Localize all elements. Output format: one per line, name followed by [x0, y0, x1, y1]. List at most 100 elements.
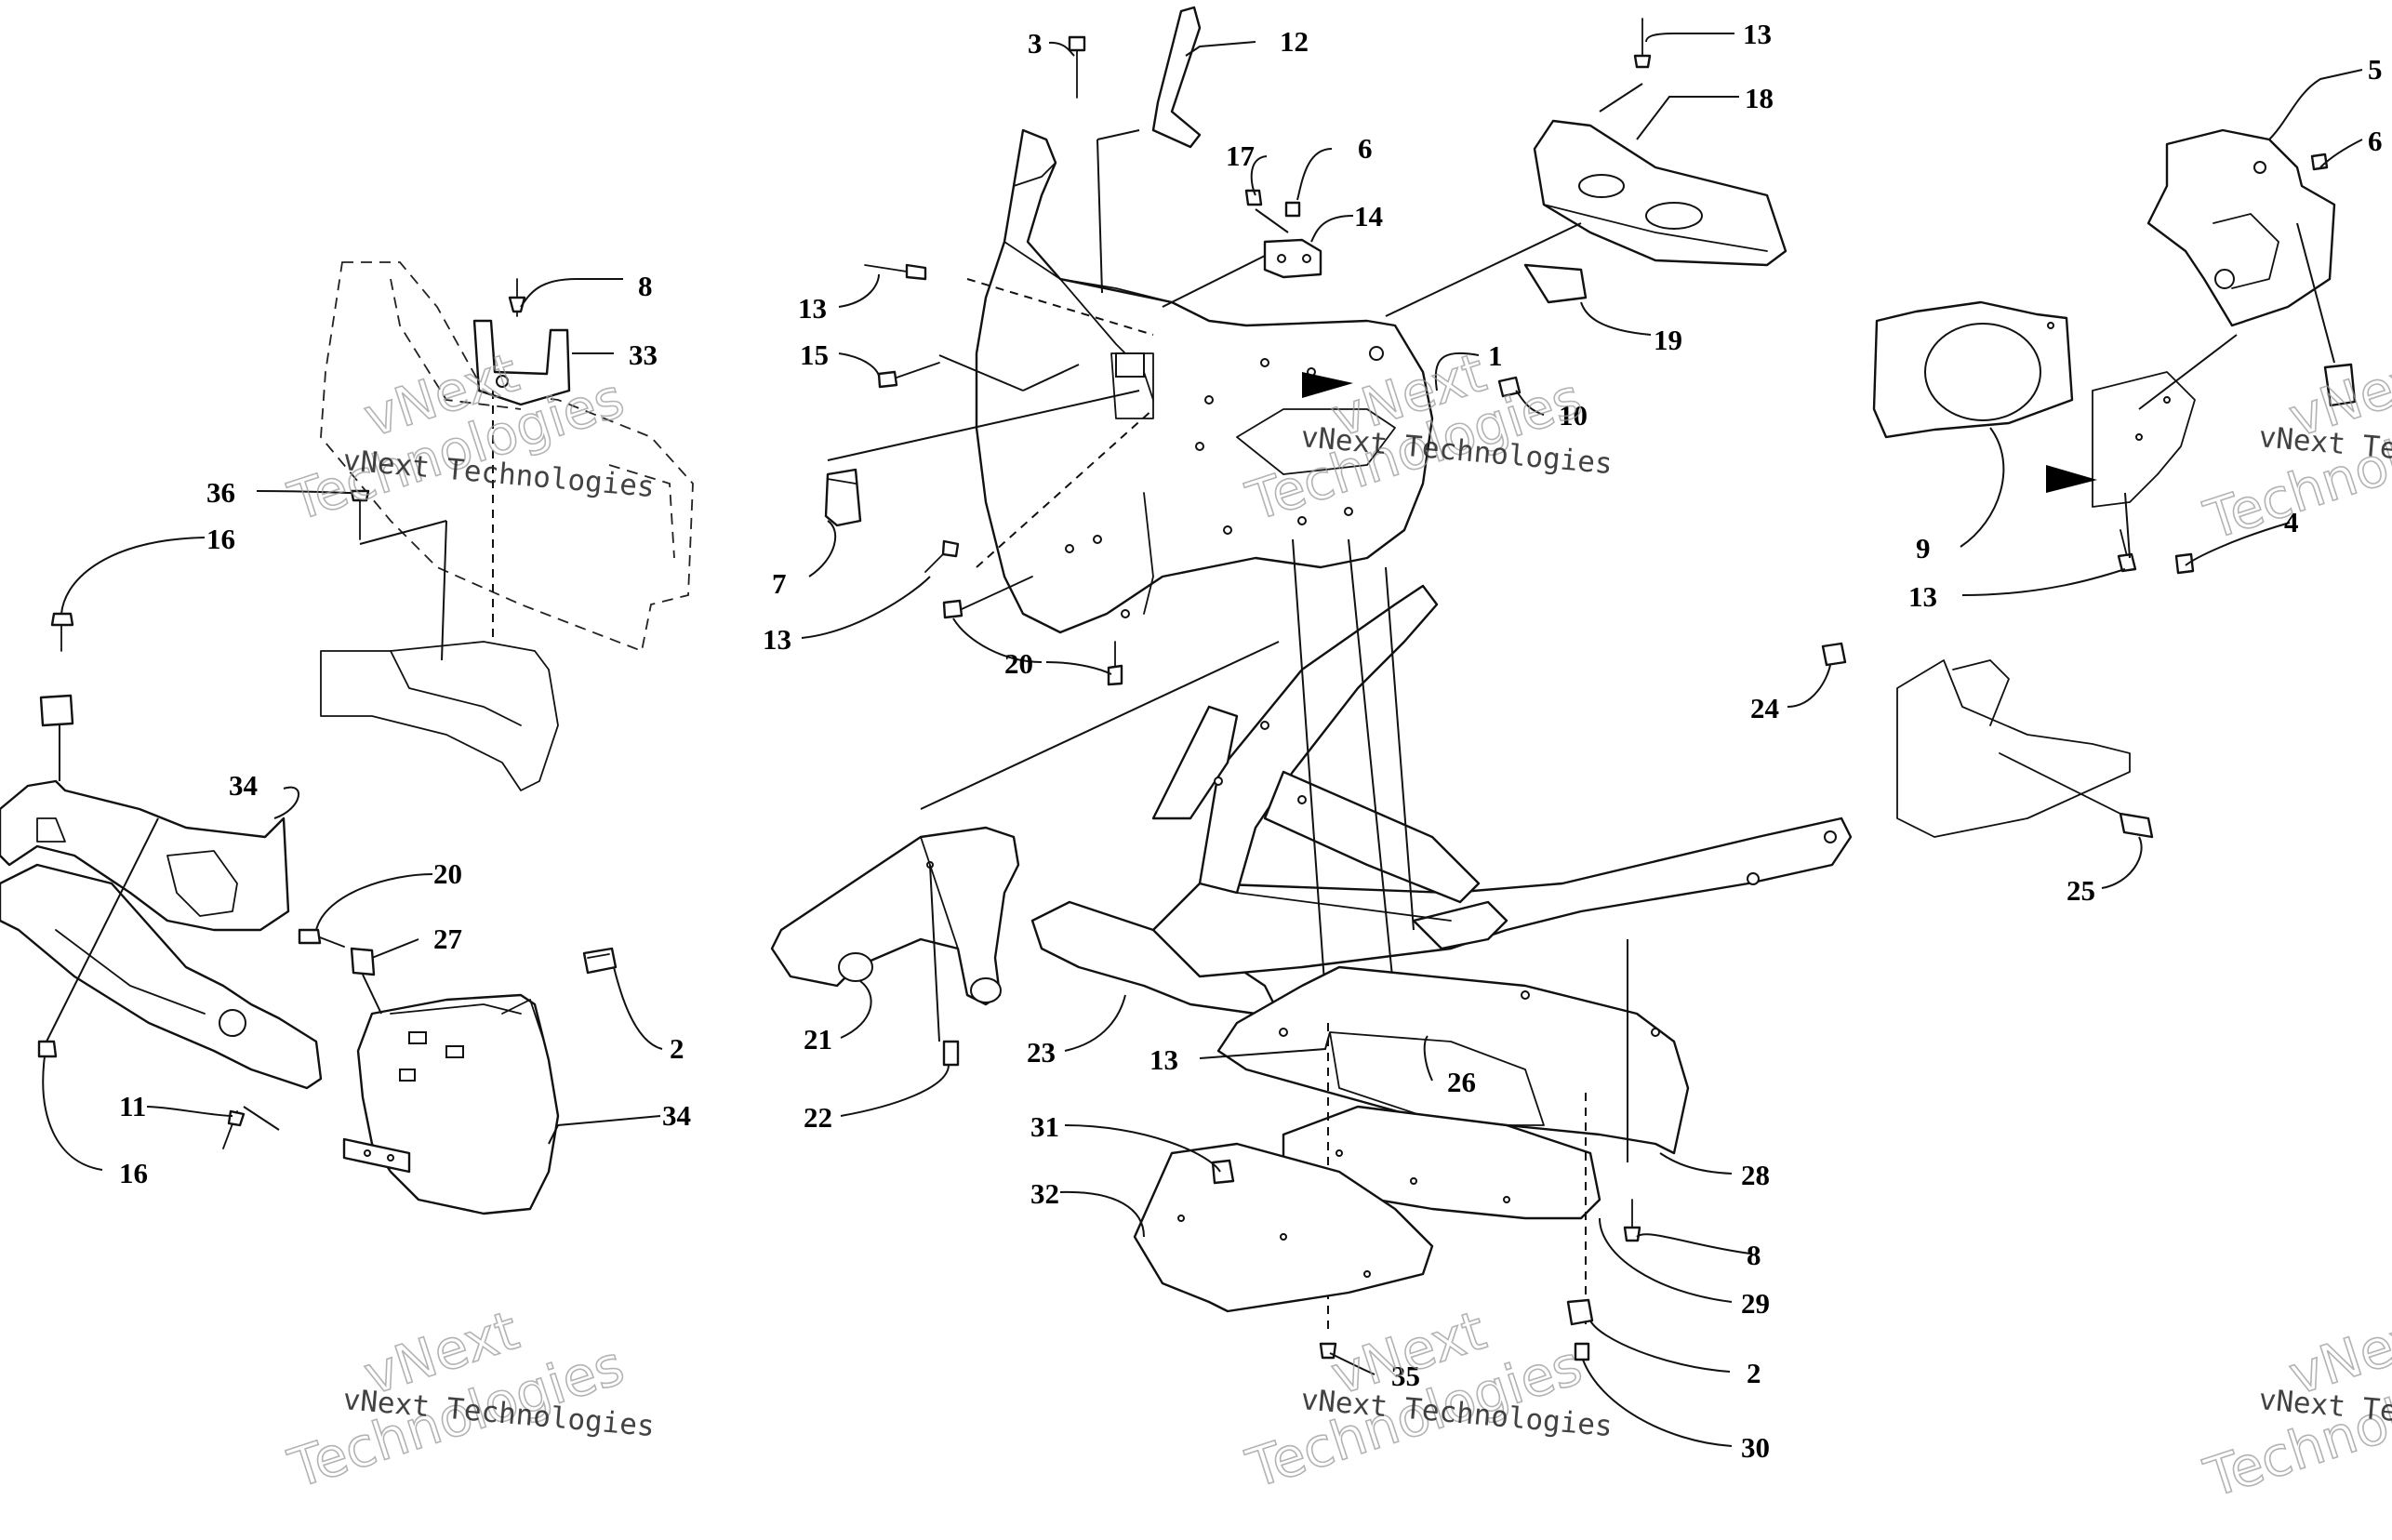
- callout-19: 19: [1654, 324, 1682, 356]
- bracket-5: [2146, 128, 2336, 327]
- ghost-bracket-right: [2092, 371, 2196, 508]
- callout-23: 23: [1027, 1036, 1056, 1069]
- callout-9: 9: [1916, 532, 1931, 564]
- bumper-7: [824, 468, 862, 527]
- pin-13-upper: [864, 263, 927, 281]
- pin-13-right: [2117, 529, 2137, 573]
- plate-12: [1151, 6, 1202, 149]
- plate-32: [1133, 1142, 1434, 1313]
- callout-13-center-low: 13: [1149, 1043, 1178, 1076]
- clip-2-center: [1566, 1298, 1594, 1326]
- callout-8-left: 8: [638, 270, 653, 302]
- callout-22: 22: [804, 1101, 832, 1134]
- watermark-center-lower: vNext Technologies vNext Technologies: [1239, 1297, 1615, 1501]
- screw-8-left: [508, 278, 526, 317]
- screw-36: [350, 489, 370, 540]
- watermark-right-upper: vNext Technologies vNext Technologies: [2197, 339, 2392, 552]
- watermark-left-lower: vNext Technologies vNext Technologies: [281, 1297, 657, 1501]
- screw-8-center: [1623, 1199, 1641, 1242]
- screw-3: [1068, 35, 1086, 99]
- callout-2-center: 2: [1747, 1357, 1761, 1389]
- callout-13-left-upper: 13: [798, 292, 827, 325]
- main-frame: [1030, 584, 1853, 1016]
- bolt-16-bottom: [37, 1040, 58, 1058]
- bolt-20-left: [298, 928, 345, 948]
- plate-18: [1533, 119, 1787, 267]
- pin-13-mid: [924, 539, 960, 573]
- callout-7: 7: [772, 567, 787, 600]
- clip-27: [350, 947, 376, 976]
- watermark-left-upper: vNext Technologies vNext Technologies: [281, 339, 657, 534]
- callout-leaders: [42, 33, 2363, 1447]
- ghost-chassis-outline: [320, 261, 694, 653]
- clip-19: [1523, 263, 1588, 304]
- callout-5: 5: [2368, 53, 2383, 86]
- callout-11: 11: [119, 1090, 146, 1122]
- callout-34-lower: 34: [662, 1099, 691, 1132]
- callout-1: 1: [1488, 339, 1503, 372]
- callout-29: 29: [1741, 1287, 1770, 1320]
- bracket-33: [472, 319, 571, 406]
- direction-arrow-center: [1302, 372, 1353, 398]
- callout-17: 17: [1226, 139, 1255, 172]
- nut-17: [1244, 189, 1263, 206]
- callout-6-center: 6: [1358, 132, 1373, 165]
- bracket-14: [1263, 238, 1322, 279]
- callout-20-center: 20: [1004, 647, 1033, 680]
- direction-arrow-right: [2046, 465, 2097, 493]
- callout-6-right: 6: [2368, 125, 2383, 157]
- bumper-right: [2323, 363, 2357, 407]
- bolt-30: [1574, 1342, 1590, 1361]
- plate-9: [1872, 300, 2074, 439]
- pin-13-top: [1633, 18, 1652, 69]
- ghost-lower-frame: [320, 641, 559, 791]
- callout-21: 21: [804, 1023, 832, 1055]
- nut-10: [1497, 376, 1522, 398]
- callout-28: 28: [1741, 1159, 1770, 1191]
- callout-13-left-mid: 13: [763, 623, 791, 656]
- callout-8-center: 8: [1747, 1239, 1761, 1271]
- callout-labels: 3 12 17 6 14 13 18 19 1 10 8 33 36 16 13…: [119, 18, 2383, 1464]
- callout-13-right: 13: [1908, 580, 1937, 613]
- callout-32: 32: [1030, 1177, 1059, 1210]
- lower-bracket-plate: [342, 1137, 411, 1174]
- callout-13-top: 13: [1743, 18, 1772, 50]
- screw-11: [222, 1109, 246, 1149]
- callout-4: 4: [2284, 506, 2299, 538]
- callout-2-left: 2: [670, 1032, 684, 1065]
- bracket-21: [770, 826, 1020, 1006]
- skid-plate-28: [1216, 965, 1690, 1155]
- clip-2-left: [582, 947, 618, 975]
- plug-22: [942, 1040, 960, 1067]
- nut-4: [2174, 552, 2195, 575]
- callout-16-bottom: 16: [119, 1157, 148, 1189]
- bolt-16-top: [39, 612, 74, 727]
- callout-3: 3: [1028, 27, 1043, 60]
- watermark-right-lower: vNext Technologies vNext Technologies: [2197, 1297, 2392, 1510]
- bolt-6-right: [2310, 153, 2329, 171]
- callout-27: 27: [433, 923, 462, 955]
- callout-14: 14: [1354, 200, 1383, 232]
- bolt-20-center-b: [1107, 641, 1123, 686]
- callout-18: 18: [1745, 82, 1774, 114]
- callout-15: 15: [800, 339, 829, 371]
- callout-24: 24: [1750, 692, 1779, 724]
- callout-31: 31: [1030, 1110, 1059, 1143]
- shield-34-lower: [356, 993, 560, 1215]
- callout-20-left: 20: [433, 857, 462, 890]
- bolt-24: [1821, 642, 1847, 667]
- callout-26: 26: [1447, 1066, 1476, 1098]
- ghost-frame-right: [1896, 659, 2131, 838]
- callout-33: 33: [629, 339, 658, 371]
- bolt-25: [1999, 752, 2154, 839]
- callout-16-top: 16: [206, 523, 235, 555]
- bolt-6-center: [1284, 201, 1301, 218]
- clip-31: [1211, 1159, 1235, 1185]
- callout-12: 12: [1280, 25, 1309, 58]
- callout-34-upper: 34: [229, 769, 258, 802]
- callout-10: 10: [1559, 399, 1588, 431]
- callout-36: 36: [206, 476, 235, 509]
- callout-35: 35: [1391, 1360, 1420, 1392]
- bolt-20-center-a: [942, 576, 1033, 619]
